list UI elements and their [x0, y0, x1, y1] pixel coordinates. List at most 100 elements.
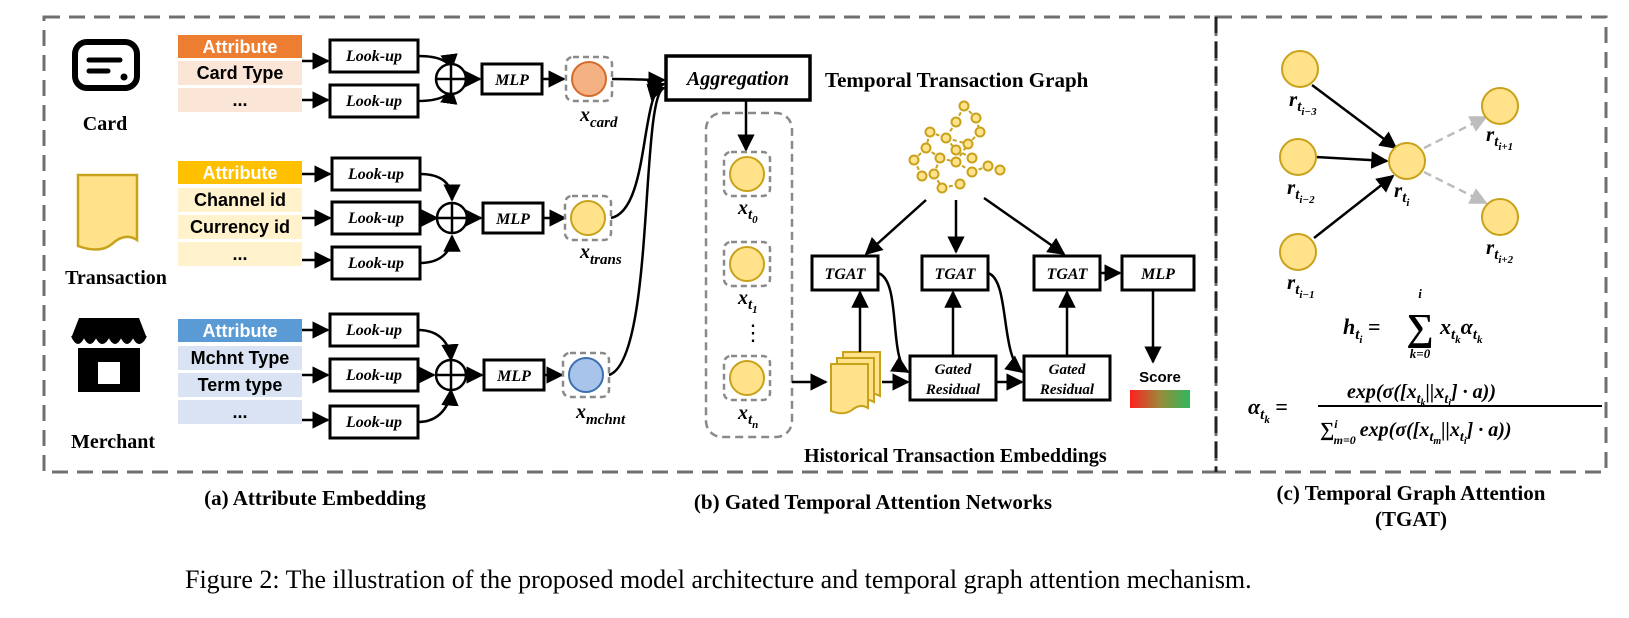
gated-residual-label: Residual [1039, 382, 1095, 398]
panel-b-title: (b) Gated Temporal Attention Networks [694, 490, 1052, 514]
x-tn-label: xtn [737, 402, 758, 431]
trans-attr-row-text: Channel id [194, 190, 286, 210]
history-container [704, 111, 794, 439]
tgat-node [1279, 138, 1317, 176]
trans-attr-row [178, 188, 302, 212]
lookup-label: Look-up [345, 414, 402, 431]
r-node-label: rti+2 [1486, 235, 1514, 266]
tgat-box [1032, 254, 1102, 292]
score-gradient-bar [1130, 390, 1190, 408]
lookup-box [330, 156, 422, 192]
transaction-doc-icon [76, 173, 139, 251]
trans-embedding-node [570, 200, 606, 236]
output-mlp-box [1120, 254, 1196, 292]
tgat-node [1388, 142, 1426, 180]
x-trans-label: xtrans [579, 241, 622, 268]
x-t0-label: xt0 [737, 197, 758, 226]
lookup-box [328, 404, 420, 440]
r-node-label: rti−1 [1287, 270, 1315, 301]
svg-text:αtk =: αtk = [1248, 394, 1288, 426]
output-mlp-label: MLP [1140, 266, 1175, 283]
lookup-label: Look-up [347, 255, 404, 272]
embedding-frame [561, 351, 611, 399]
temporal-graph-icon [908, 100, 1006, 194]
mlp-label: MLP [496, 368, 531, 385]
mlp-box [480, 62, 544, 96]
tgat-node [1279, 233, 1317, 271]
tgat-node [1481, 87, 1519, 125]
aggregation-label: Aggregation [685, 68, 789, 90]
card-attr-row [178, 61, 302, 85]
tgat-node [1481, 198, 1519, 236]
tgat-label: TGAT [935, 266, 977, 283]
lookup-label: Look-up [345, 48, 402, 65]
tgat-node [1281, 50, 1319, 88]
r-node-label: rti+1 [1486, 122, 1513, 153]
mchnt-attr-row-text: Term type [198, 375, 283, 395]
store-icon [71, 318, 147, 392]
r-node-label: rti−3 [1289, 87, 1317, 118]
card-embedding-node [571, 61, 607, 97]
aggregation-box [664, 54, 812, 102]
mchnt-attr-row [178, 400, 302, 424]
svg-text:xtkαtk: xtkαtk [1439, 314, 1483, 346]
mlp-label: MLP [494, 72, 529, 89]
mchnt-attr-row [178, 373, 302, 397]
svg-text:i: i [1418, 286, 1422, 301]
lookup-label: Look-up [347, 210, 404, 227]
doc-stack-icon [830, 351, 881, 415]
svg-text:∑: ∑ [1406, 307, 1433, 349]
gated-residual-label: Gated [1049, 362, 1086, 378]
mchnt-attr-row-text: Mchnt Type [191, 348, 290, 368]
figure-caption: Figure 2: The illustration of the propos… [185, 565, 1252, 594]
h-equation: hti = i ∑ k=0 xtkαtk [1343, 286, 1483, 361]
tgat-label: TGAT [825, 266, 867, 283]
r-node-label: rti−2 [1287, 175, 1315, 206]
gated-residual-box [908, 354, 998, 402]
mchnt-attr-header-text: Attribute [203, 321, 278, 341]
panel-c-title-2: (TGAT) [1375, 507, 1447, 531]
lookup-label: Look-up [345, 322, 402, 339]
trans-attr-row-text: ... [232, 244, 247, 264]
trans-attr-header [178, 161, 302, 184]
lookup-box [330, 200, 422, 236]
lookup-box [328, 38, 420, 74]
mchnt-attr-header [178, 319, 302, 342]
entity-label-merchant: Merchant [71, 431, 155, 453]
panel-a-title: (a) Attribute Embedding [204, 486, 426, 510]
history-node-frame [722, 354, 772, 402]
entity-label-card: Card [83, 113, 127, 135]
history-node [729, 360, 765, 396]
mlp-box [481, 201, 545, 235]
historical-embeddings-title: Historical Transaction Embeddings [804, 445, 1107, 467]
trans-attr-row [178, 215, 302, 239]
trans-attr-row-text: Currency id [190, 217, 290, 237]
lookup-label: Look-up [347, 166, 404, 183]
history-node-frame [722, 240, 772, 288]
gated-residual-label: Residual [925, 382, 981, 398]
frame-panel-ab [42, 15, 1218, 474]
card-attr-header-text: Attribute [203, 37, 278, 57]
card-attr-row-text: Card Type [197, 63, 284, 83]
trans-attr-header-text: Attribute [203, 163, 278, 183]
trans-attr-row [178, 242, 302, 266]
panel-c-title-1: (c) Temporal Graph Attention [1277, 481, 1546, 505]
x-t1-label: xt1 [737, 287, 758, 316]
svg-text:hti =: hti = [1343, 314, 1381, 346]
x-card-label: xcard [579, 104, 618, 131]
embedding-frame [563, 194, 613, 242]
mchnt-attr-row [178, 346, 302, 370]
embedding-frame [564, 55, 614, 103]
temporal-graph-title: Temporal Transaction Graph [825, 68, 1089, 92]
card-icon [72, 39, 140, 91]
mchnt-embedding-node [568, 357, 604, 393]
score-label: Score [1139, 369, 1181, 386]
mlp-label: MLP [495, 211, 530, 228]
entity-label-transaction: Transaction [65, 267, 167, 289]
lookup-box [328, 357, 420, 393]
card-attr-header [178, 35, 302, 58]
svg-text:exp(σ([xtk||xti] · a)): exp(σ([xtk||xti] · a)) [1347, 381, 1496, 409]
